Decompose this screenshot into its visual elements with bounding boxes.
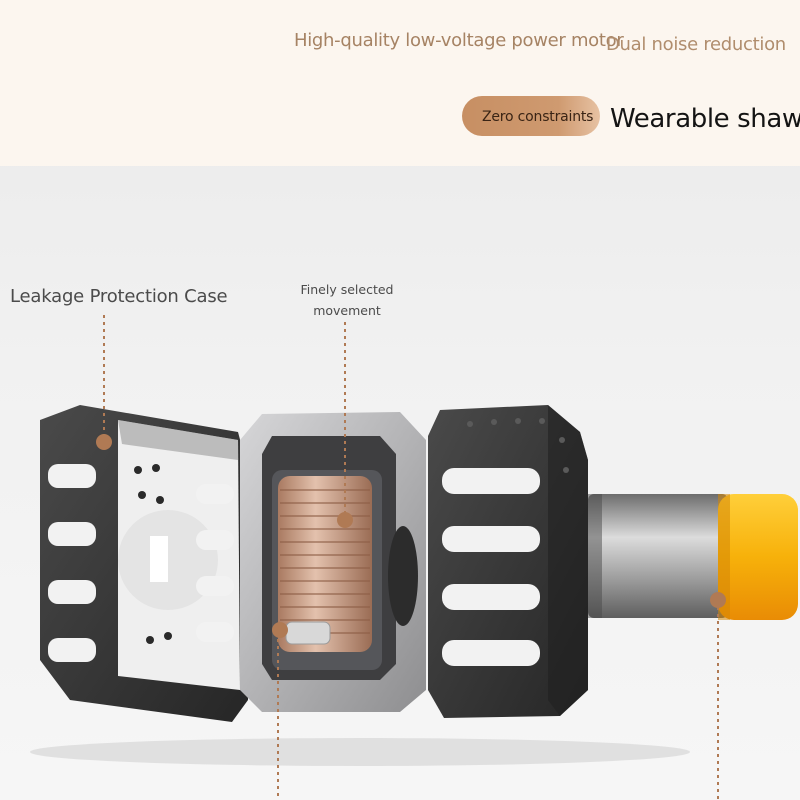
callout-dot-bearing bbox=[272, 622, 288, 638]
callout-movement: Finely selected movement bbox=[300, 282, 394, 318]
output-shaft bbox=[588, 494, 728, 618]
yellow-end-cap bbox=[718, 494, 798, 620]
headline-wearable-shawl: Wearable shawl bbox=[610, 104, 800, 134]
callout-dot-case bbox=[96, 434, 112, 450]
callout-dot-coil bbox=[337, 512, 353, 528]
header-band bbox=[0, 0, 800, 166]
motor-rear-shell bbox=[428, 405, 588, 718]
feature-power-motor: High-quality low-voltage power motor bbox=[294, 30, 624, 51]
badge-pill bbox=[462, 96, 600, 136]
callout-dot-shaft bbox=[710, 592, 726, 608]
callout-leaders bbox=[103, 315, 719, 800]
leakage-protection-case bbox=[40, 405, 248, 722]
callout-dots bbox=[96, 434, 726, 638]
callout-leakage-protection: Leakage Protection Case bbox=[10, 286, 228, 307]
badge-zero-constraints: Zero constraints bbox=[482, 109, 594, 125]
feature-noise-reduction: Dual noise reduction bbox=[606, 34, 786, 55]
floor-shadow bbox=[30, 738, 690, 766]
